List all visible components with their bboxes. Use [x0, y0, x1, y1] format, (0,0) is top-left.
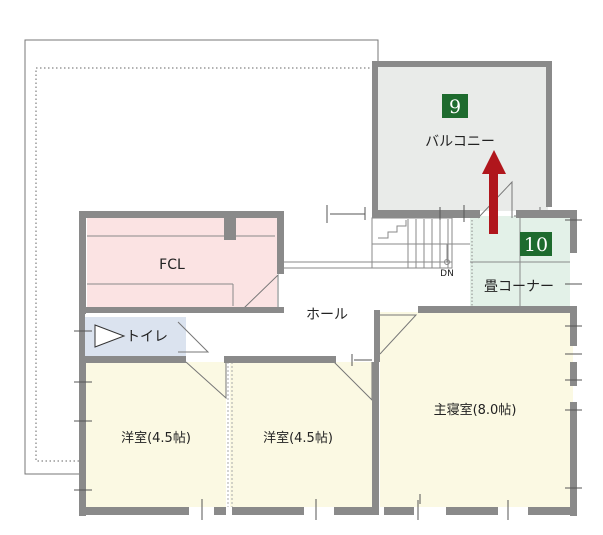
fcl-area — [87, 218, 277, 308]
marker-10: 10 — [520, 232, 552, 256]
master-bedroom-area — [380, 312, 573, 507]
balcony-label: バルコニー — [425, 134, 495, 150]
marker-9: 9 — [442, 94, 468, 118]
western-room-1-label: 洋室(4.5帖) — [121, 430, 191, 446]
western-room-1-area — [86, 362, 226, 507]
marker-9-number: 9 — [449, 96, 461, 118]
western-room-2-label: 洋室(4.5帖) — [263, 430, 333, 446]
fcl-label: FCL — [159, 257, 185, 273]
marker-10-number: 10 — [524, 234, 548, 256]
toilet-label: トイレ — [126, 329, 168, 345]
walls — [79, 61, 577, 516]
master-bedroom-label: 主寝室(8.0帖) — [434, 402, 517, 418]
door-western-1 — [185, 361, 227, 400]
western-room-2-area — [230, 362, 376, 507]
balcony-area — [378, 67, 548, 211]
direction-arrow — [482, 150, 506, 234]
door-fcl — [243, 273, 279, 309]
roof-outline — [24, 39, 379, 475]
door-master — [379, 314, 418, 355]
hall-label: ホール — [306, 307, 348, 323]
stairs-dn-label: DN — [440, 269, 454, 279]
door-toilet — [177, 321, 210, 353]
window-ticks — [74, 205, 582, 520]
tatami-corner-label: 畳コーナー — [484, 279, 554, 295]
toilet-fixture — [94, 324, 126, 348]
